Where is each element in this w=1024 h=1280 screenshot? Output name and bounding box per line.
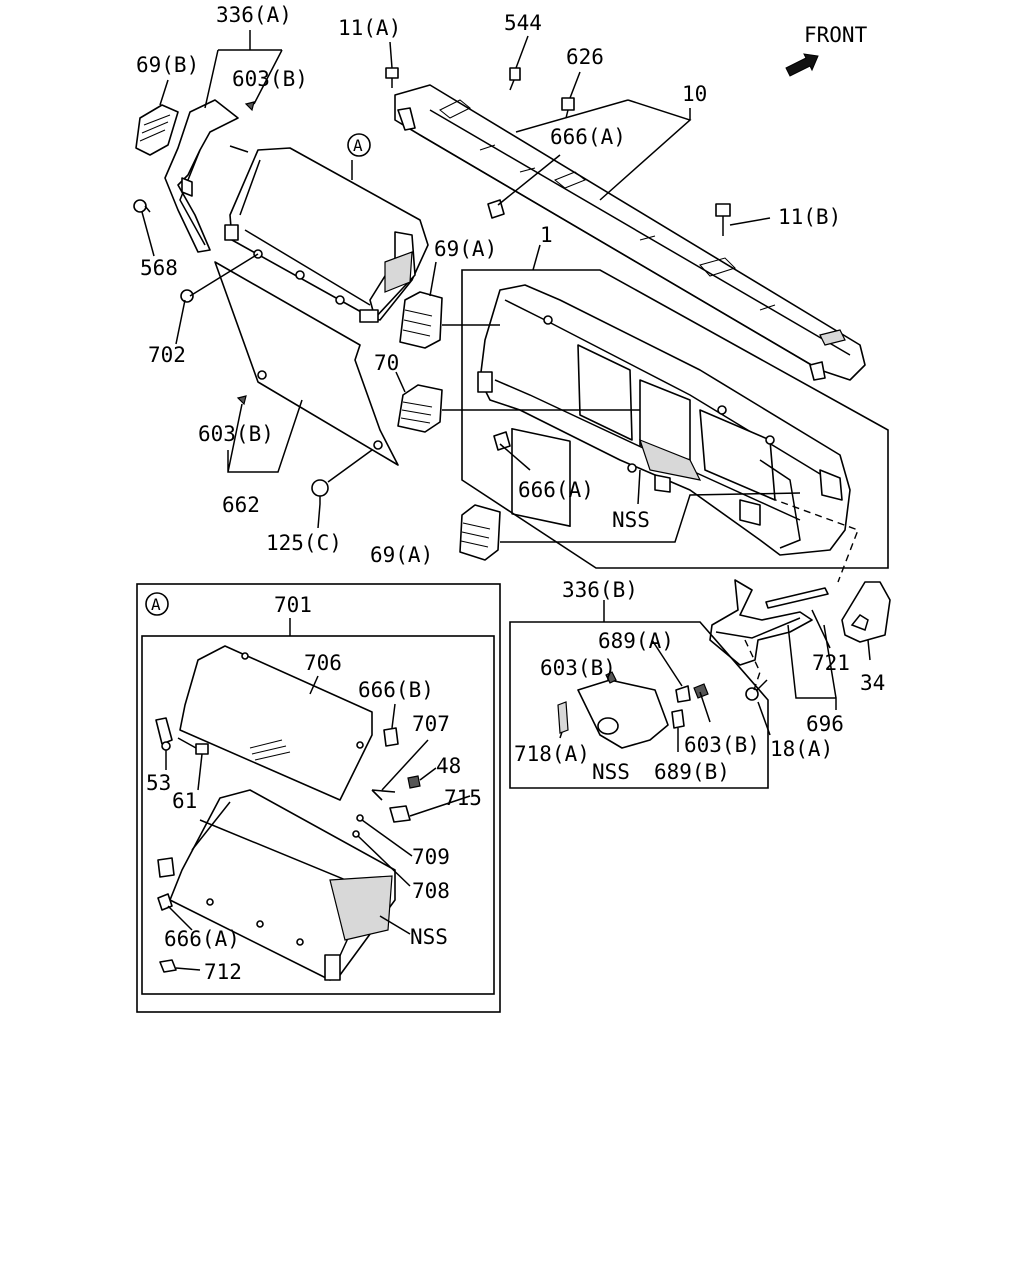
- label-10: 10: [682, 82, 707, 106]
- label-666b: 666(B): [358, 678, 434, 702]
- label-696: 696: [806, 712, 844, 736]
- label-666a-inset: 666(A): [164, 927, 240, 951]
- inset-inner-frame: [141, 635, 495, 995]
- label-626: 626: [566, 45, 604, 69]
- vent-70: [397, 384, 443, 433]
- bolt-18a: [745, 679, 768, 701]
- label-603b-right2: 603(B): [684, 733, 760, 757]
- inset-a: A 701 706: [136, 583, 501, 1013]
- corner-trim-34: [841, 581, 891, 643]
- label-702: 702: [148, 343, 186, 367]
- clip-603b-top: [244, 101, 255, 112]
- inset-badge-letter: A: [151, 595, 161, 614]
- label-11a: 11(A): [338, 16, 401, 40]
- nut-702: [180, 289, 194, 303]
- label-712: 712: [204, 960, 242, 984]
- label-718a: 718(A): [514, 742, 590, 766]
- label-34: 34: [860, 671, 885, 695]
- label-603b-mid: 603(B): [198, 422, 274, 446]
- label-69b: 69(B): [136, 53, 199, 77]
- fasteners: [133, 67, 768, 701]
- label-125c: 125(C): [266, 531, 342, 555]
- nut-666a-top: [487, 199, 505, 219]
- label-707: 707: [412, 712, 450, 736]
- subbox-336b-outline: [509, 621, 769, 789]
- side-bracket-696: [709, 579, 829, 666]
- label-336b: 336(B): [562, 578, 638, 602]
- lower-cover-662: [214, 261, 399, 466]
- label-53: 53: [146, 771, 171, 795]
- label-662: 662: [222, 493, 260, 517]
- label-568: 568: [140, 256, 178, 280]
- clip-603b-mid: [236, 395, 247, 406]
- label-709: 709: [412, 845, 450, 869]
- dashboard-outline-box: [461, 269, 889, 569]
- label-666a-mid: 666(A): [518, 478, 594, 502]
- callout-labels: 336(A) 69(B) 603(B) 11(A) 544 626 10 666…: [136, 3, 885, 784]
- screw-568: [133, 199, 151, 213]
- inset-outer-frame: [136, 583, 501, 1013]
- front-arrow: FRONT: [785, 23, 868, 77]
- inset-leaders: [165, 703, 471, 971]
- label-603b-top: 603(B): [232, 67, 308, 91]
- label-48: 48: [436, 754, 461, 778]
- leader-lines: [141, 30, 871, 752]
- circle-a-marker: A: [347, 133, 371, 157]
- circle-a-letter: A: [353, 136, 363, 155]
- inset-hardware: [155, 717, 421, 973]
- vent-69b: [135, 104, 179, 156]
- label-61: 61: [172, 789, 197, 813]
- label-666a-top: 666(A): [550, 125, 626, 149]
- dashboard-main: [477, 284, 851, 556]
- front-label: FRONT: [804, 23, 868, 47]
- label-544: 544: [504, 11, 542, 35]
- label-721: 721: [812, 651, 850, 675]
- label-nss-inset: NSS: [410, 925, 448, 949]
- label-689a: 689(A): [598, 629, 674, 653]
- label-715: 715: [444, 786, 482, 810]
- bolt-11b: [715, 203, 731, 236]
- label-603b-right: 603(B): [540, 656, 616, 680]
- label-69a-lower: 69(A): [370, 543, 433, 567]
- pocket-336b: [557, 671, 709, 749]
- label-1: 1: [540, 223, 553, 247]
- glovebox-lid-706: [179, 645, 373, 801]
- label-69a-upper: 69(A): [434, 237, 497, 261]
- label-336a: 336(A): [216, 3, 292, 27]
- label-701: 701: [274, 593, 312, 617]
- label-11b: 11(B): [778, 205, 841, 229]
- screw-544: [509, 67, 521, 91]
- side-trim-336a: [164, 99, 239, 253]
- label-nss-main: NSS: [612, 508, 650, 532]
- vent-69a-upper: [399, 291, 443, 349]
- label-708: 708: [412, 879, 450, 903]
- screw-11a: [385, 67, 399, 88]
- glovebox-bin: [157, 789, 396, 981]
- label-706: 706: [304, 651, 342, 675]
- nut-666a-mid: [493, 431, 511, 451]
- inset-badge: A: [145, 592, 169, 616]
- label-689b: 689(B): [654, 760, 730, 784]
- label-70: 70: [374, 351, 399, 375]
- glovebox-assembly-upper: [224, 147, 429, 323]
- label-nss-right: NSS: [592, 760, 630, 784]
- defroster-panel: [394, 84, 866, 381]
- screw-626: [561, 97, 575, 119]
- vent-69a-lower: [459, 504, 501, 561]
- clip-125c: [311, 479, 329, 504]
- label-18a: 18(A): [770, 737, 833, 761]
